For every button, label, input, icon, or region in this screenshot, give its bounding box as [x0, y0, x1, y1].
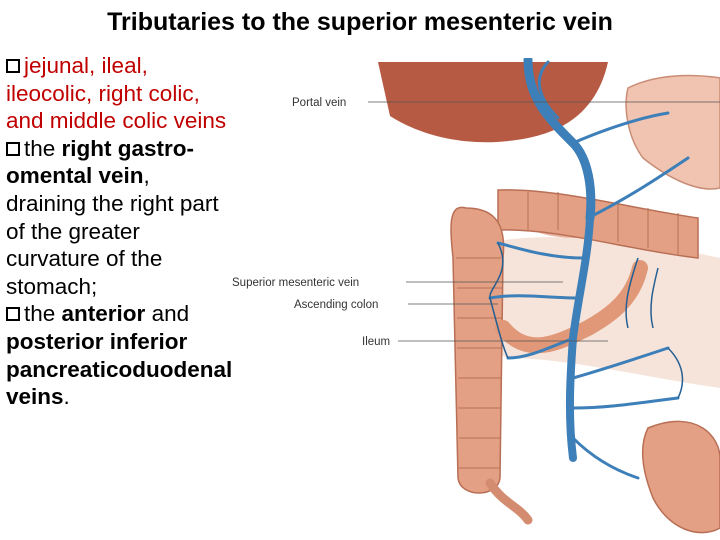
bullet-2-prefix: the [24, 135, 62, 161]
bullet-3-middle: and [145, 301, 190, 327]
label-portal-vein: Portal vein [292, 97, 346, 109]
bullet-3-prefix: the [24, 301, 62, 327]
checkbox-bullet-icon [6, 307, 20, 322]
checkbox-bullet-icon [6, 141, 20, 156]
bullet-3-bold-1: anterior [61, 301, 146, 327]
bullet-item-1: jejunal, ileal, ileocolic, right colic, … [6, 52, 228, 135]
bullet-3-bold-2: posterior inferior pancreaticoduodenal v… [6, 328, 233, 410]
ileum [495, 260, 648, 354]
vein-tributaries [488, 60, 690, 480]
small-intestine-lower [641, 420, 720, 534]
bullet-1-text: jejunal, ileal, ileocolic, right colic, … [6, 53, 227, 134]
ascending-colon [450, 206, 505, 494]
vein-arcades [489, 242, 684, 399]
checkbox-bullet-icon [6, 59, 20, 73]
bullet-item-3: the anterior and posterior inferior panc… [6, 300, 232, 410]
anatomy-illustration: Portal vein Superior mesenteric vein Asc… [232, 58, 720, 534]
colon-haustra [456, 192, 679, 469]
slide-title: Tributaries to the superior mesenteric v… [107, 8, 613, 36]
label-ileum: Ileum [362, 336, 390, 348]
label-superior-mesenteric-vein: Superior mesenteric vein [232, 277, 359, 289]
bullet-2-bold: right gastro-omental vein [6, 135, 195, 189]
label-ascending-colon: Ascending colon [294, 299, 378, 311]
stomach [625, 74, 720, 190]
bullet-2-suffix: , draining the right part of the greater… [6, 163, 219, 299]
appendix [485, 478, 533, 525]
bullet-item-2: the right gastro-omental vein, draining … [6, 135, 228, 301]
bullet-3-suffix: . [63, 384, 70, 410]
bullet-list: jejunal, ileal, ileocolic, right colic, … [6, 52, 232, 411]
mesentery [467, 237, 720, 388]
